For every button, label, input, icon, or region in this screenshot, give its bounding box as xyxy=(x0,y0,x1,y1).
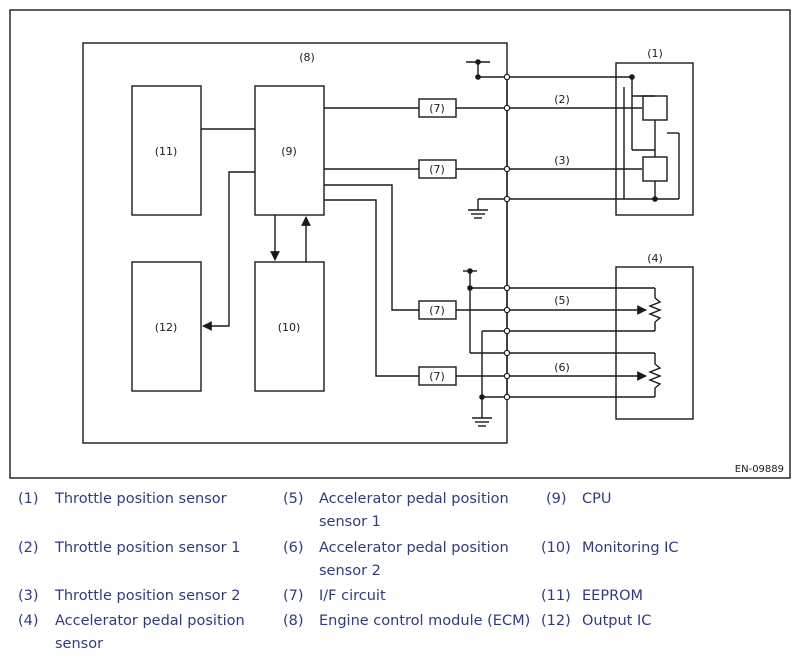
label-apps2: (6) xyxy=(554,361,570,374)
legend-text: I/F circuit xyxy=(319,588,386,604)
label-cpu: (9) xyxy=(281,145,297,158)
apps1-resistor xyxy=(648,297,662,323)
legend-text: Throttle position sensor 1 xyxy=(55,540,241,556)
legend-num: (9) xyxy=(546,491,567,507)
label-ecm: (8) xyxy=(299,51,315,64)
legend-num: (12) xyxy=(541,613,571,629)
label-if-circuit-3: (7) xyxy=(429,304,445,317)
legend-text: Engine control module (ECM) xyxy=(319,613,531,629)
legend-text: Accelerator pedal position xyxy=(319,540,509,556)
legend: (1) Throttle position sensor (2) Throttl… xyxy=(0,486,800,659)
accelerator-sensor-box xyxy=(615,266,694,420)
label-if-circuit-4: (7) xyxy=(429,370,445,383)
label-output-ic: (12) xyxy=(155,321,178,334)
legend-num: (4) xyxy=(18,613,39,629)
wiring-diagram: (8) (11) (9) (12) (10) (7) (7) (7) (7) (… xyxy=(9,9,791,479)
figure-id: EN-09889 xyxy=(735,464,784,475)
cpu-output-arrow xyxy=(202,171,255,331)
apps2-resistor xyxy=(648,363,662,389)
label-tps1: (2) xyxy=(554,93,570,106)
label-apps: (4) xyxy=(647,252,663,265)
legend-text: Accelerator pedal position xyxy=(319,491,509,507)
eeprom-box xyxy=(131,85,202,216)
tps1-element xyxy=(642,95,668,121)
output-ic-box xyxy=(131,261,202,392)
throttle-sensor-box xyxy=(615,62,694,216)
legend-text-line2: sensor xyxy=(55,636,104,652)
legend-num: (2) xyxy=(18,540,39,556)
legend-num: (11) xyxy=(541,588,571,604)
legend-num: (10) xyxy=(541,540,571,556)
legend-num: (5) xyxy=(283,491,304,507)
legend-num: (1) xyxy=(18,491,39,507)
label-eeprom: (11) xyxy=(155,145,178,158)
legend-item: (6) Accelerator pedal position sensor 2 xyxy=(283,537,533,583)
monitoring-ic-box xyxy=(254,261,325,392)
legend-num: (3) xyxy=(18,588,39,604)
legend-text: Throttle position sensor xyxy=(55,491,227,507)
label-if-circuit-1: (7) xyxy=(429,102,445,115)
legend-text: Throttle position sensor 2 xyxy=(55,588,241,604)
legend-text: CPU xyxy=(582,491,612,507)
legend-item: (4) Accelerator pedal position sensor xyxy=(18,610,268,656)
legend-num: (7) xyxy=(283,588,304,604)
figure-frame xyxy=(9,9,791,479)
label-apps1: (5) xyxy=(554,294,570,307)
tps2-element xyxy=(642,156,668,182)
legend-item: (5) Accelerator pedal position sensor 1 xyxy=(283,488,533,534)
legend-text: Output IC xyxy=(582,613,652,629)
legend-text-line2: sensor 1 xyxy=(319,514,381,530)
legend-num: (8) xyxy=(283,613,304,629)
label-if-circuit-2: (7) xyxy=(429,163,445,176)
legend-text-line2: sensor 2 xyxy=(319,563,381,579)
label-tps: (1) xyxy=(647,47,663,60)
legend-text: Accelerator pedal position xyxy=(55,613,245,629)
label-monitoring-ic: (10) xyxy=(278,321,301,334)
legend-text: Monitoring IC xyxy=(582,540,679,556)
label-tps2: (3) xyxy=(554,154,570,167)
legend-text: EEPROM xyxy=(582,588,644,604)
cpu-box xyxy=(254,85,325,216)
legend-num: (6) xyxy=(283,540,304,556)
